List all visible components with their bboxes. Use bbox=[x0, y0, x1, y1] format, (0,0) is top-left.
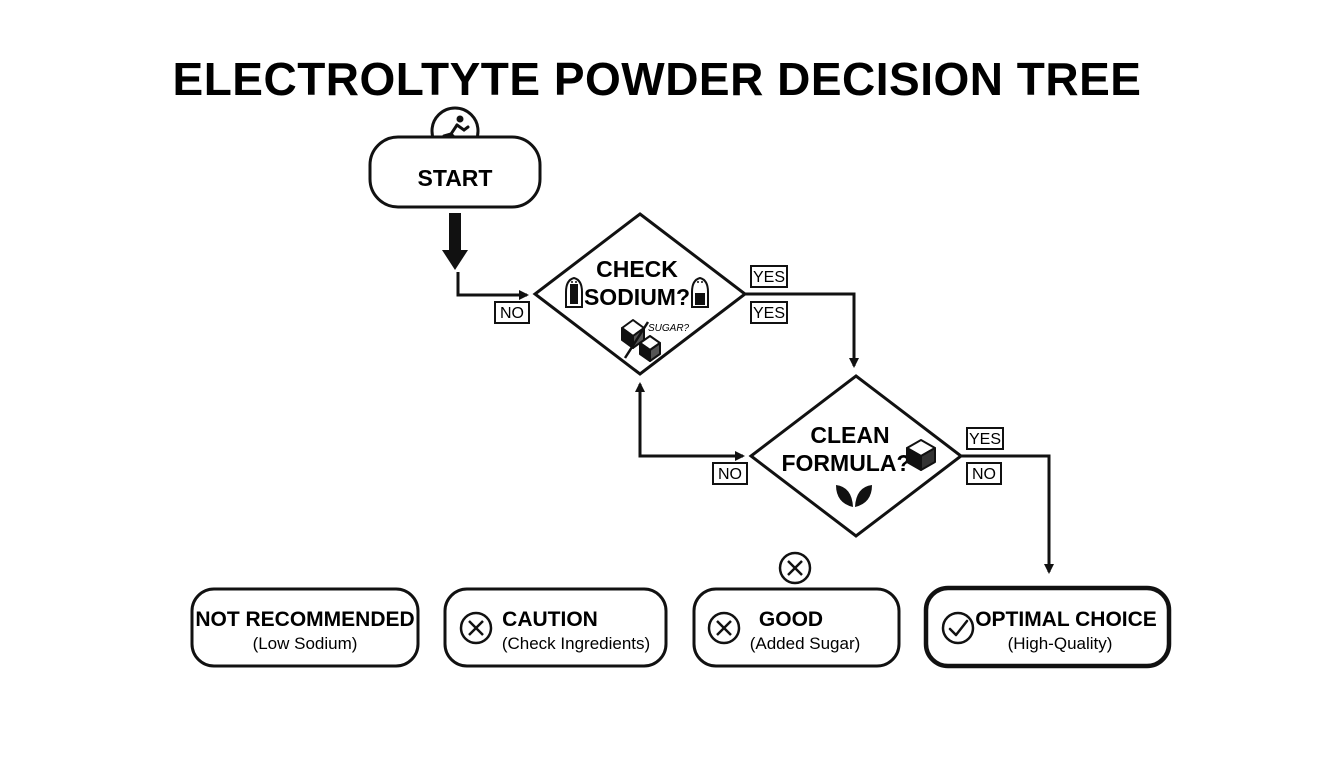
start-node: START bbox=[368, 106, 542, 209]
decision-sodium-line2: SODIUM? bbox=[584, 284, 690, 310]
svg-text:NO: NO bbox=[718, 466, 742, 483]
leaf-icon bbox=[836, 485, 872, 508]
outcome-not-recommended: NOT RECOMMENDED (Low Sodium) bbox=[190, 587, 420, 668]
outcome-caution: CAUTION (Check Ingredients) bbox=[443, 587, 668, 668]
tag-clean-yes: YES bbox=[966, 427, 1004, 450]
decision-sodium-line1: CHECK bbox=[596, 256, 678, 282]
tag-sodium-yes-bottom: YES bbox=[750, 301, 788, 324]
outcome-subtitle: (Check Ingredients) bbox=[502, 634, 650, 653]
connector-sodium-to-clean bbox=[745, 292, 859, 368]
sugar-strike-line bbox=[623, 321, 650, 359]
svg-text:NO: NO bbox=[972, 466, 996, 483]
tag-clean-no-left: NO bbox=[712, 462, 748, 485]
tag-clean-no-right: NO bbox=[966, 462, 1002, 485]
salt-shaker-icon bbox=[565, 276, 583, 308]
connector-start-to-sodium bbox=[456, 272, 529, 300]
cube-icon bbox=[906, 439, 936, 471]
svg-text:NO: NO bbox=[500, 305, 524, 322]
decision-clean-formula: CLEAN FORMULA? bbox=[748, 374, 964, 538]
check-circle-icon bbox=[941, 611, 975, 645]
outcome-subtitle: (High-Quality) bbox=[1008, 634, 1113, 653]
outcome-subtitle: (Low Sodium) bbox=[253, 634, 358, 653]
svg-text:YES: YES bbox=[753, 269, 785, 286]
connector-clean-to-sodium bbox=[635, 382, 741, 458]
tag-sodium-yes-top: YES bbox=[750, 265, 788, 288]
x-circle-icon bbox=[778, 551, 812, 585]
sugar-label: SUGAR? bbox=[648, 323, 690, 334]
svg-text:YES: YES bbox=[753, 305, 785, 322]
start-down-arrow bbox=[442, 213, 468, 270]
outcome-good: GOOD (Added Sugar) bbox=[692, 587, 901, 668]
outcome-title: NOT RECOMMENDED bbox=[195, 608, 414, 631]
tag-sodium-no: NO bbox=[494, 301, 530, 324]
outcome-subtitle: (Added Sugar) bbox=[750, 634, 861, 653]
outcome-title: CAUTION bbox=[502, 608, 598, 631]
start-label: START bbox=[418, 165, 493, 191]
decision-clean-line1: CLEAN bbox=[810, 422, 889, 448]
svg-text:YES: YES bbox=[969, 431, 1001, 448]
page-title: ELECTROLTYTE POWDER DECISION TREE bbox=[173, 53, 1142, 105]
x-circle-icon bbox=[459, 611, 493, 645]
outcome-title: OPTIMAL CHOICE bbox=[975, 608, 1157, 631]
decision-sodium: CHECK SODIUM? SUGAR? bbox=[532, 212, 748, 376]
connector-clean-to-optimal bbox=[961, 454, 1054, 574]
outcome-title: GOOD bbox=[759, 608, 823, 631]
decision-clean-line2: FORMULA? bbox=[781, 450, 910, 476]
start-box bbox=[368, 135, 542, 209]
outcome-optimal-choice: OPTIMAL CHOICE (High-Quality) bbox=[923, 585, 1172, 669]
x-circle-icon bbox=[707, 611, 741, 645]
salt-shaker-icon bbox=[691, 276, 709, 308]
